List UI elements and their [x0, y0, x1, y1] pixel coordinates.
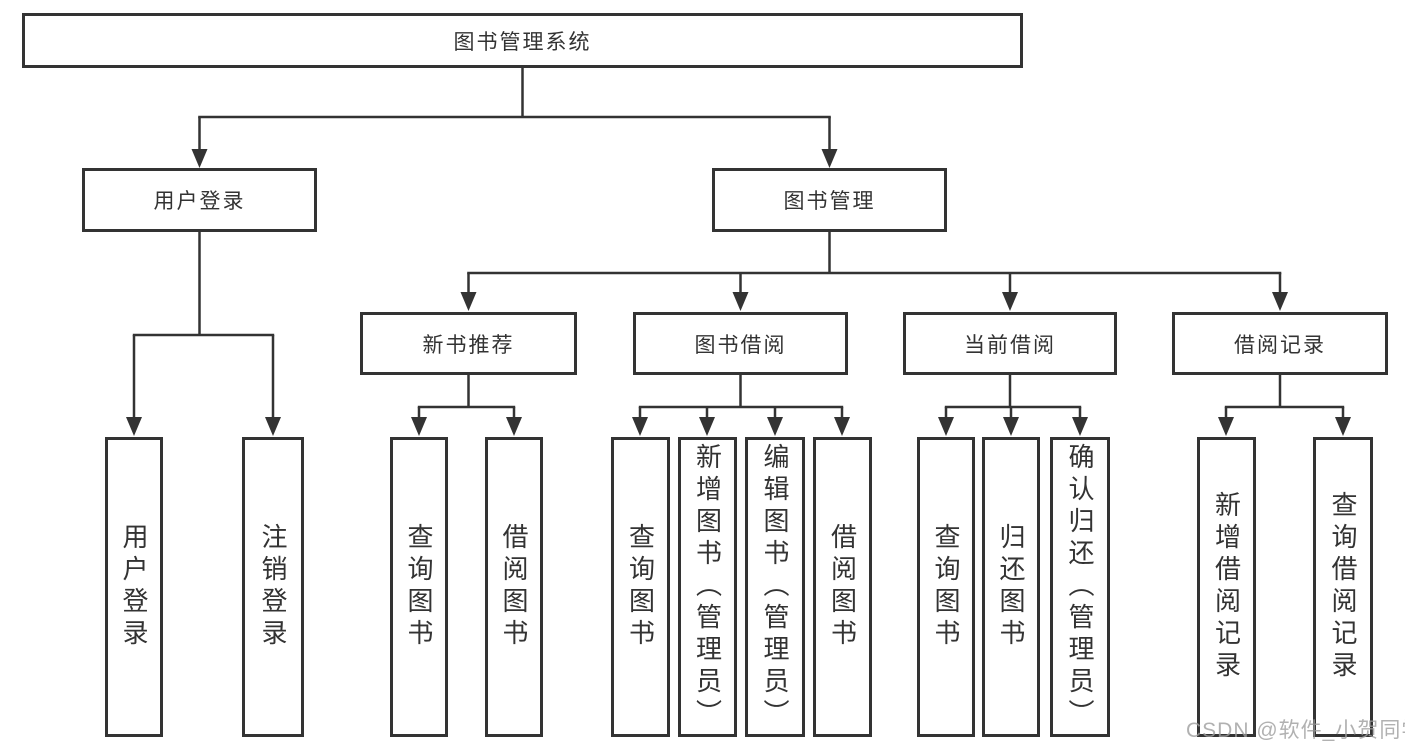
arrowhead	[1002, 292, 1018, 311]
arrowhead	[834, 417, 850, 436]
arrowhead	[1072, 417, 1088, 436]
node-new-book-recommend: 新书推荐	[360, 312, 577, 375]
arrowhead	[506, 417, 522, 436]
node-label: 新书推荐	[422, 333, 515, 357]
node-current-borrowing: 当前借阅	[903, 312, 1117, 375]
leaf-return-books: 归还图书	[982, 437, 1040, 737]
leaf-user-login: 用户登录	[105, 437, 163, 737]
leaf-query-borrow-record: 查询借阅记录	[1313, 437, 1373, 737]
node-label: 确认归还（管理员）	[1065, 443, 1095, 731]
leaf-query-books-2: 查询图书	[611, 437, 670, 737]
node-label: 查询借阅记录	[1328, 491, 1358, 683]
leaf-confirm-return-admin: 确认归还（管理员）	[1050, 437, 1110, 737]
node-label: 图书管理	[783, 190, 876, 213]
leaf-query-books-3: 查询图书	[917, 437, 975, 737]
arrowhead	[699, 417, 715, 436]
watermark: CSDN @软件_小贺同学	[1186, 719, 1405, 742]
node-book-management: 图书管理	[712, 168, 947, 232]
node-label: 图书借阅	[694, 333, 787, 357]
arrowhead	[1272, 292, 1288, 311]
node-user-login: 用户登录	[82, 168, 317, 232]
leaf-borrow-books-2: 借阅图书	[813, 437, 872, 737]
node-label: 查询图书	[931, 523, 961, 651]
leaf-query-books-1: 查询图书	[390, 437, 448, 737]
arrowhead	[821, 149, 838, 168]
node-label: 当前借阅	[964, 333, 1056, 357]
node-label: 查询图书	[404, 523, 434, 651]
arrowhead	[767, 417, 783, 436]
node-label: 新增借阅记录	[1211, 491, 1242, 683]
leaf-logout: 注销登录	[242, 437, 304, 737]
arrowhead	[938, 417, 954, 436]
leaf-add-borrow-record: 新增借阅记录	[1197, 437, 1256, 737]
node-label: 借阅记录	[1234, 333, 1326, 357]
node-label: 查询图书	[625, 523, 656, 651]
leaf-borrow-books-1: 借阅图书	[485, 437, 543, 737]
node-label: 用户登录	[119, 523, 149, 651]
node-label: 图书管理系统	[453, 30, 592, 54]
node-library-management-system: 图书管理系统	[22, 13, 1023, 68]
arrowhead	[460, 292, 477, 311]
arrowhead	[632, 417, 648, 436]
node-label: 借阅图书	[827, 523, 858, 651]
node-label: 归还图书	[996, 523, 1026, 651]
arrowhead	[191, 149, 208, 168]
leaf-add-books-admin: 新增图书（管理员）	[678, 437, 737, 737]
node-label: 新增图书（管理员）	[692, 443, 723, 731]
node-label: 借阅图书	[499, 523, 529, 651]
arrowhead	[126, 417, 142, 436]
node-borrowing-records: 借阅记录	[1172, 312, 1388, 375]
arrowhead	[1218, 417, 1234, 436]
arrowhead	[1335, 417, 1351, 436]
arrowhead	[265, 417, 281, 436]
arrowhead	[411, 417, 427, 436]
node-book-borrowing: 图书借阅	[633, 312, 848, 375]
leaf-edit-books-admin: 编辑图书（管理员）	[745, 437, 805, 737]
arrowhead	[732, 292, 749, 311]
node-label: 用户登录	[153, 190, 246, 213]
arrowhead	[1003, 417, 1019, 436]
node-label: 注销登录	[258, 523, 288, 651]
node-label: 编辑图书（管理员）	[760, 443, 790, 731]
